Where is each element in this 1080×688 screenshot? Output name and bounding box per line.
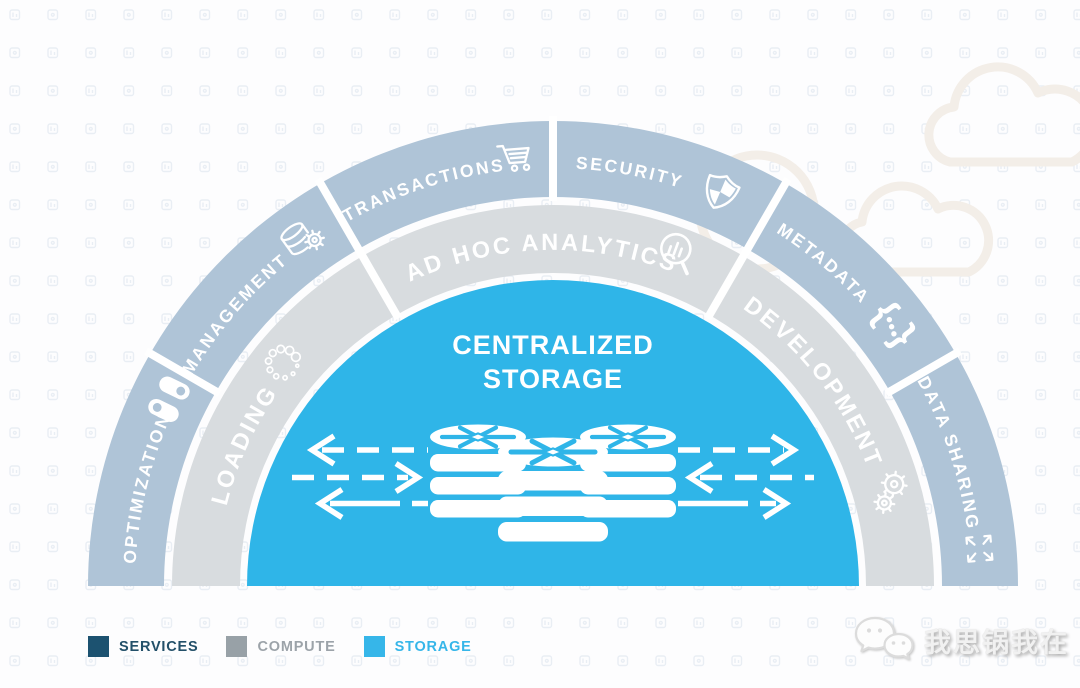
- database-band: [498, 522, 608, 542]
- data-flow-arrows: [292, 433, 814, 520]
- snowflake-center-diamond: [616, 432, 640, 442]
- snowflake-spoke: [529, 451, 552, 466]
- snowflake-spoke: [457, 425, 477, 438]
- segment-separator: [356, 249, 402, 321]
- services-swatch: [88, 636, 109, 657]
- database-band: [580, 454, 676, 472]
- share-arrows-icon: [965, 534, 994, 563]
- shield-icon: [705, 173, 741, 209]
- legend-item-storage: STORAGE: [363, 636, 472, 657]
- storage-swatch: [363, 636, 385, 657]
- middle-ring: [172, 205, 934, 586]
- snowflake-icon: [508, 438, 598, 466]
- arrow-left-out-2-head: [314, 487, 344, 520]
- toggle-pills-icon: [148, 376, 190, 422]
- legend: SERVICES COMPUTE STORAGE: [88, 636, 472, 657]
- arrow-right-in-head: [684, 461, 714, 494]
- snowflake-spoke: [607, 436, 627, 449]
- database-band: [498, 471, 608, 491]
- snowflake-spoke: [629, 436, 649, 449]
- legend-item-services: SERVICES: [88, 636, 198, 657]
- compute-swatch: [226, 636, 248, 657]
- center-title-line2: STORAGE: [483, 364, 623, 394]
- shopping-cart-icon: [496, 144, 531, 172]
- segment-separator: [704, 249, 750, 321]
- snowflake-center-diamond: [466, 432, 490, 442]
- cloud-icon: [924, 62, 1080, 167]
- center-title-line1: CENTRALIZED: [452, 330, 654, 360]
- gears-icon: [873, 470, 908, 514]
- snowflake-spoke: [457, 436, 477, 449]
- segment-separator: [742, 176, 792, 255]
- centralized-storage-semicircle: [247, 280, 859, 586]
- snowflake-spoke: [529, 438, 552, 453]
- watermark-text: 我思锅我在: [924, 627, 1069, 658]
- spinner-dots-icon: [264, 344, 302, 381]
- database-band: [430, 454, 526, 472]
- segment-separator: [884, 347, 963, 397]
- wechat-icon: [854, 616, 914, 660]
- snowflake-spoke: [479, 425, 499, 438]
- snowflake-spoke: [554, 438, 577, 453]
- database-stack-icon: [498, 437, 608, 542]
- snowflake-spoke: [479, 436, 499, 449]
- arrow-right-out-2-head: [762, 487, 792, 520]
- snowflake-spoke: [607, 425, 627, 438]
- arrow-left-out-head: [306, 433, 336, 467]
- magnifier-bars-icon: [660, 232, 692, 276]
- snowflake-spoke: [554, 451, 577, 466]
- center-title: CENTRALIZED STORAGE: [452, 330, 654, 394]
- ring-separators: [143, 116, 963, 397]
- segment-separator: [314, 176, 364, 255]
- arrow-right-out-head: [770, 433, 800, 467]
- snowflake-spoke: [629, 425, 649, 438]
- watermark: 我思锅我在: [850, 612, 1069, 668]
- legend-label-compute: COMPUTE: [257, 638, 336, 655]
- legend-label-services: SERVICES: [119, 638, 199, 655]
- database-gear-icon: [280, 222, 325, 256]
- database-band: [498, 496, 608, 516]
- segment-separator: [143, 347, 222, 397]
- snowflake-center-diamond: [541, 447, 565, 457]
- arrow-left-in-head: [394, 461, 424, 494]
- legend-label-storage: STORAGE: [394, 638, 472, 655]
- legend-item-compute: COMPUTE: [226, 636, 335, 657]
